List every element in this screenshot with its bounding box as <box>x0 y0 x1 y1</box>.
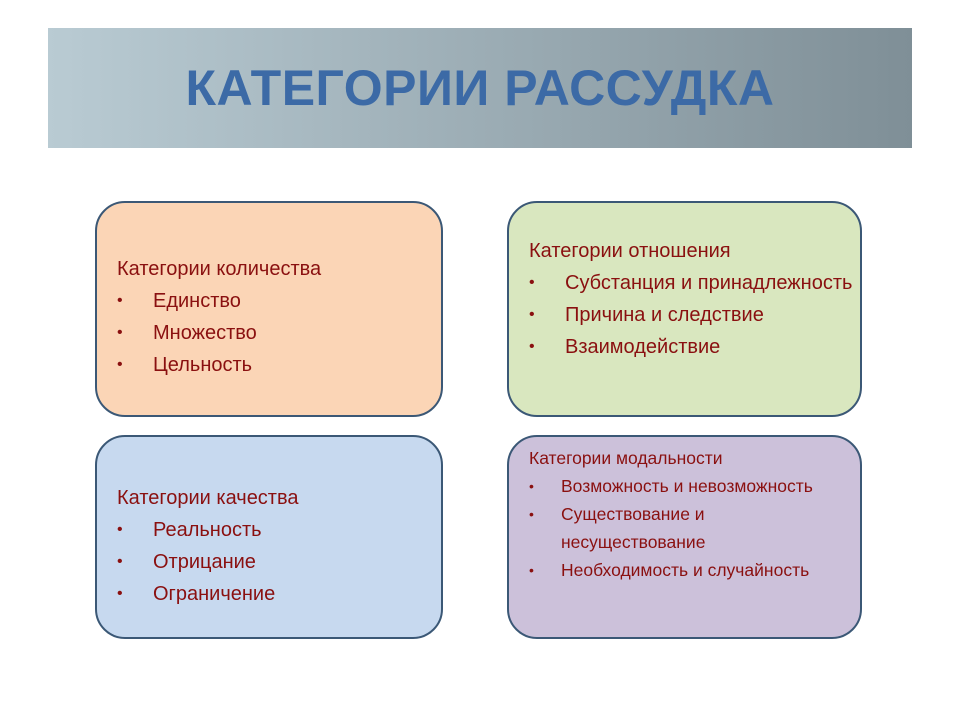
bullet-icon: • <box>117 324 123 341</box>
quality-list: • Реальность • Отрицание • Ограничение <box>117 514 441 610</box>
bullet-icon: • <box>529 306 535 323</box>
list-item: • Реальность <box>117 514 441 546</box>
relation-heading: Категории отношения <box>529 240 731 262</box>
modality-list: • Возможность и невозможность • Существова… <box>529 472 860 584</box>
list-item-text: Ограничение <box>153 583 276 605</box>
quality-categories-box: Категории качества • Реальность • Отрицани… <box>95 435 443 639</box>
quantity-categories-box: Категории количества • Единство • Множеств… <box>95 201 443 417</box>
list-item: • Взаимодействие <box>529 331 855 363</box>
list-item: • Субстанция и принадлежность <box>529 267 855 299</box>
list-item: • Единство <box>117 285 441 317</box>
bullet-icon: • <box>117 356 123 373</box>
list-item-text: Существование и несуществование <box>561 504 706 552</box>
list-item: • Множество <box>117 317 441 349</box>
list-item-text: Взаимодействие <box>565 336 721 358</box>
bullet-icon: • <box>117 521 123 538</box>
quality-heading: Категории качества <box>117 487 299 509</box>
list-item: • Необходимость и случайность <box>529 556 831 584</box>
list-item-text: Единство <box>153 290 241 312</box>
relation-list: • Субстанция и принадлежность • Причина и … <box>529 267 860 363</box>
list-item-text: Множество <box>153 322 257 344</box>
page-title: КАТЕГОРИИ РАССУДКА <box>185 60 775 116</box>
list-item: • Причина и следствие <box>529 299 855 331</box>
list-item-text: Отрицание <box>153 551 256 573</box>
list-item: • Возможность и невозможность <box>529 472 831 500</box>
relation-categories-box: Категории отношения • Субстанция и принад… <box>507 201 862 417</box>
bullet-icon: • <box>529 338 535 355</box>
list-item-text: Цельность <box>153 354 253 376</box>
bullet-icon: • <box>117 585 123 602</box>
title-bar: КАТЕГОРИИ РАССУДКА <box>48 28 912 148</box>
list-item: • Существование и несуществование <box>529 500 831 556</box>
quantity-list: • Единство • Множество • Цельность <box>117 285 441 381</box>
bullet-icon: • <box>529 274 535 291</box>
bullet-icon: • <box>117 292 123 309</box>
quantity-heading: Категории количества <box>117 258 322 280</box>
list-item: • Цельность <box>117 349 441 381</box>
bullet-icon: • <box>529 478 534 494</box>
bullet-icon: • <box>529 506 534 522</box>
list-item-text: Возможность и невозможность <box>561 476 813 496</box>
bullet-icon: • <box>117 553 123 570</box>
list-item-text: Необходимость и случайность <box>561 560 810 580</box>
list-item-text: Реальность <box>153 519 262 541</box>
modality-heading: Категории модальности <box>529 448 723 468</box>
modality-categories-box: Категории модальности • Возможность и нев… <box>507 435 862 639</box>
bullet-icon: • <box>529 562 534 578</box>
list-item-text: Причина и следствие <box>565 304 764 326</box>
list-item: • Ограничение <box>117 578 441 610</box>
list-item-text: Субстанция и принадлежность <box>565 272 853 294</box>
list-item: • Отрицание <box>117 546 441 578</box>
